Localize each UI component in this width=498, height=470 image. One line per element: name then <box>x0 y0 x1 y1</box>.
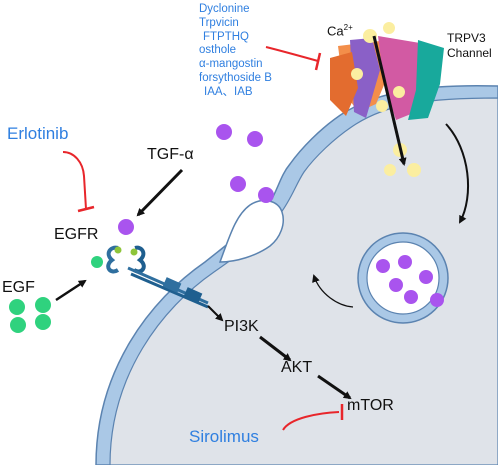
vesicle-ligand <box>376 259 390 273</box>
egf-ligand <box>35 314 51 330</box>
sirolimus-label: Sirolimus <box>189 427 259 446</box>
trpv3-inhibitor-list: Dyclonine Trpvicin FTPTHQ osthole α-mang… <box>199 3 272 100</box>
tgf-alpha-label: TGF-α <box>147 146 194 163</box>
channel-to-endosome-arrow <box>445 123 470 224</box>
erlotinib-inhibition <box>62 151 95 213</box>
egf-binding-arrow <box>55 279 87 302</box>
akt-to-mtor-arrow <box>317 374 352 400</box>
trpv3-label: TRPV3 <box>447 31 486 45</box>
egfr-to-pi3k-arrow <box>207 305 224 322</box>
calcium-symbol: Ca <box>327 23 344 39</box>
tgf-alpha-ligand <box>216 124 232 140</box>
tgf-alpha-ligand <box>258 187 274 203</box>
inhibitor-label: FTPTHQ <box>203 30 249 43</box>
tgf-alpha-ligand <box>230 176 246 192</box>
egfr-label: EGFR <box>54 226 99 243</box>
inhibitor-label: IAA、IAB <box>204 85 253 98</box>
inhibitors-to-channel-inhibition <box>265 46 322 71</box>
vesicle-ligand <box>398 255 412 269</box>
egf-ligand <box>10 317 26 333</box>
erlotinib-label: Erlotinib <box>7 124 69 143</box>
inhibitor-label: osthole <box>199 44 237 57</box>
egf-ligand <box>35 297 51 313</box>
inhibitor-label: α-mangostin <box>199 58 263 71</box>
sirolimus-inhibition <box>282 404 344 431</box>
calcium-ion-label: Ca2+ <box>327 23 353 39</box>
egf-label: EGF <box>2 279 35 296</box>
egf-ligand <box>9 299 25 315</box>
egfr-receptor <box>91 219 209 309</box>
recycling-arrow <box>312 274 354 308</box>
mtor-label: mTOR <box>347 397 394 414</box>
calcium-charge: 2+ <box>343 23 353 32</box>
inhibitor-label: Trpvicin <box>199 16 239 29</box>
tgf-alpha-ligand <box>247 131 263 147</box>
inhibitor-label: forsythoside B <box>199 71 272 84</box>
channel-label: Channel <box>447 46 492 60</box>
vesicle-ligand <box>404 290 418 304</box>
pi3k-to-akt-arrow <box>259 335 292 362</box>
vesicle-ligand <box>389 278 403 292</box>
vesicle-ligand <box>419 270 433 284</box>
inhibitor-label: Dyclonine <box>199 3 250 15</box>
tgf-alpha-binding-arrow <box>136 168 184 217</box>
pi3k-label: PI3K <box>224 318 259 335</box>
akt-label: AKT <box>281 359 313 376</box>
endocytic-pocket <box>218 199 284 263</box>
trpv3-channel <box>330 22 444 177</box>
vesicle-ligand <box>430 293 444 307</box>
